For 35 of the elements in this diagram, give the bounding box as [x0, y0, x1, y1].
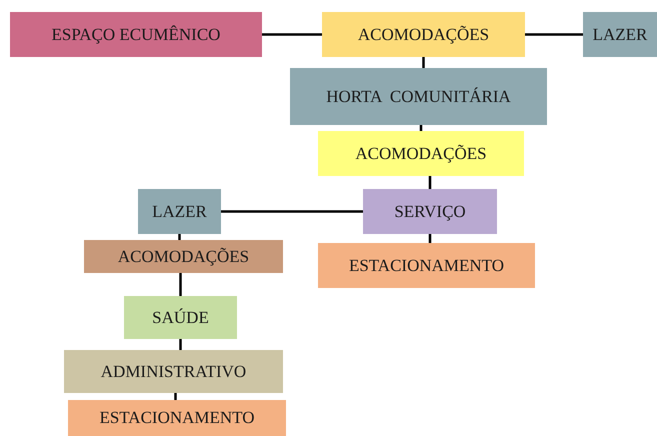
room-box [322, 12, 525, 57]
room-label: HORTA COMUNITÁRIA [326, 86, 511, 106]
room-box [290, 68, 547, 125]
room-label: SERVIÇO [394, 202, 466, 222]
connector-line [174, 393, 177, 400]
room-label: LAZER [152, 202, 207, 222]
room-box [318, 131, 524, 176]
room-label: ESTACIONAMENTO [348, 256, 504, 276]
connector-line [262, 33, 322, 36]
connector-line [179, 273, 182, 296]
connector-line [221, 210, 363, 213]
room-label: ADMINISTRATIVO [100, 362, 246, 382]
room-label: ACOMODAÇÕES [118, 246, 250, 266]
room-box [64, 350, 283, 393]
connector-line [178, 234, 181, 240]
room-box [84, 240, 283, 273]
room-box [138, 189, 221, 234]
room-box [10, 12, 262, 57]
room-label: SAÚDE [152, 308, 209, 328]
room-box [124, 296, 237, 339]
connector-line [420, 125, 422, 131]
room-box [363, 189, 497, 234]
room-label: ACOMODAÇÕES [358, 24, 490, 44]
room-label: ACOMODAÇÕES [355, 144, 487, 164]
connector-line [422, 57, 425, 68]
room-box [318, 243, 535, 288]
connector-line [428, 176, 432, 189]
room-label: ESPAÇO ECUMÊNICO [52, 24, 220, 44]
connector-line [179, 339, 182, 350]
room-box [68, 400, 286, 436]
connector-line [428, 234, 432, 243]
room-label: ESTACIONAMENTO [99, 408, 255, 428]
connector-line [525, 33, 583, 36]
room-box [583, 12, 657, 57]
room-label: LAZER [592, 24, 648, 44]
